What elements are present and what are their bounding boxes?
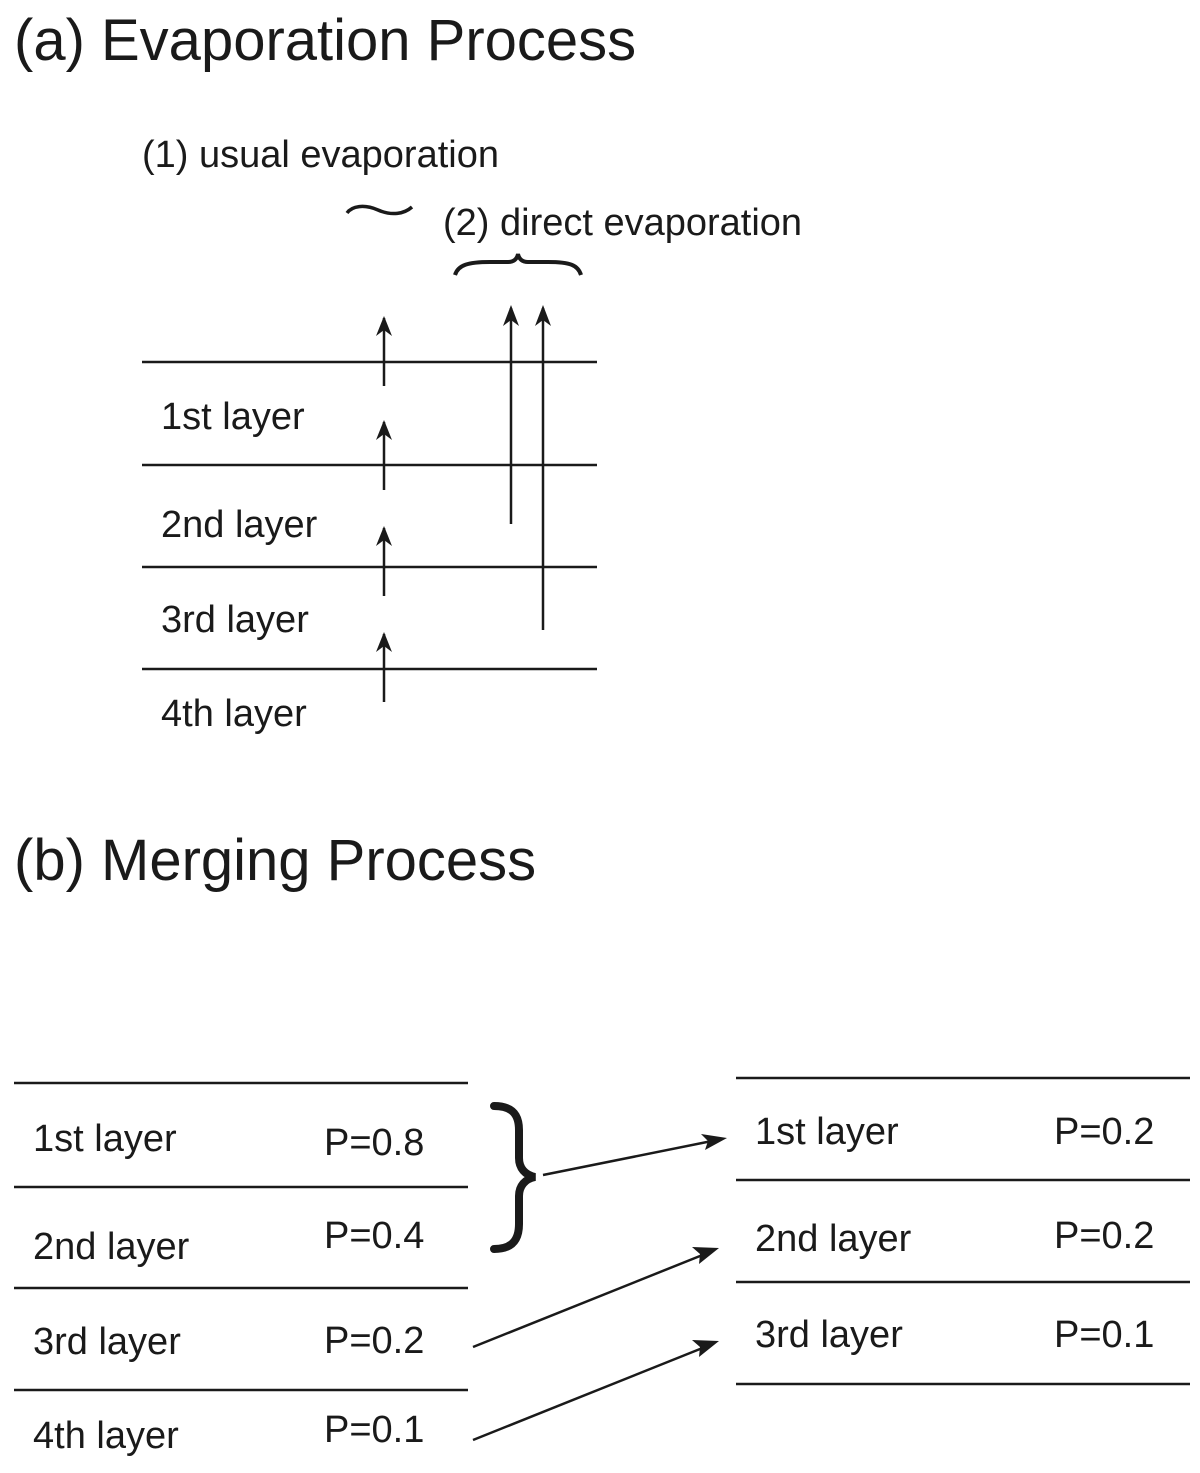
evap-layer-boundaries <box>142 360 597 671</box>
after-layer-3-label: 3rd layer <box>755 1314 903 1356</box>
usual-arrow-top-head <box>376 316 392 336</box>
direct-evaporation-label: (2) direct evaporation <box>443 202 803 244</box>
merge-arrow-2 <box>472 1252 706 1349</box>
evap-layer-2-label: 2nd layer <box>161 504 318 546</box>
before-layer-3-label: 3rd layer <box>33 1321 181 1363</box>
merge-arrow-3-head <box>692 1340 719 1357</box>
before-table-boundaries <box>14 1081 468 1392</box>
before-layer-4-label: 4th layer <box>33 1415 179 1457</box>
after-layer-2-p: P=0.2 <box>1054 1215 1155 1257</box>
evap-layer-4-label: 4th layer <box>161 693 307 735</box>
before-layer-2-p: P=0.4 <box>324 1215 425 1257</box>
after-layer-2-label: 2nd layer <box>755 1218 912 1260</box>
after-layer-3-p: P=0.1 <box>1054 1314 1155 1356</box>
merging-heading: (b) Merging Process <box>14 828 537 893</box>
after-layer-1-p: P=0.2 <box>1054 1111 1155 1153</box>
before-layer-3-p: P=0.2 <box>324 1320 425 1362</box>
merge-arrow-1-head <box>701 1134 727 1150</box>
direct-arrow-1-head <box>503 305 519 326</box>
merge-brace <box>490 1102 537 1253</box>
direct-arrow-2-head <box>535 305 551 326</box>
before-layer-1-p: P=0.8 <box>324 1122 425 1164</box>
evaporation-heading: (a) Evaporation Process <box>14 8 637 73</box>
before-layer-1-label: 1st layer <box>33 1118 177 1160</box>
usual-arrow-1-head <box>376 420 392 440</box>
before-layer-4-p: P=0.1 <box>324 1409 425 1451</box>
usual-arrow-3-head <box>376 632 392 652</box>
evap-layer-1-label: 1st layer <box>161 396 305 438</box>
before-layer-2-label: 2nd layer <box>33 1226 190 1268</box>
usual-evaporation-arrows <box>376 316 392 702</box>
after-layer-1-label: 1st layer <box>755 1111 899 1153</box>
after-table-boundaries <box>736 1076 1190 1386</box>
direct-evaporation-brace <box>453 253 583 276</box>
direct-evaporation-arrows <box>503 305 551 630</box>
usual-arrow-2-head <box>376 526 392 546</box>
usual-evaporation-label: (1) usual evaporation <box>142 134 499 176</box>
merge-arrow-2-head <box>692 1247 719 1264</box>
evap-layer-3-label: 3rd layer <box>161 599 309 641</box>
merge-arrow-1 <box>542 1139 713 1177</box>
merge-arrows <box>472 1134 727 1442</box>
usual-evaporation-brace <box>345 204 414 216</box>
merge-arrow-3 <box>472 1345 706 1442</box>
